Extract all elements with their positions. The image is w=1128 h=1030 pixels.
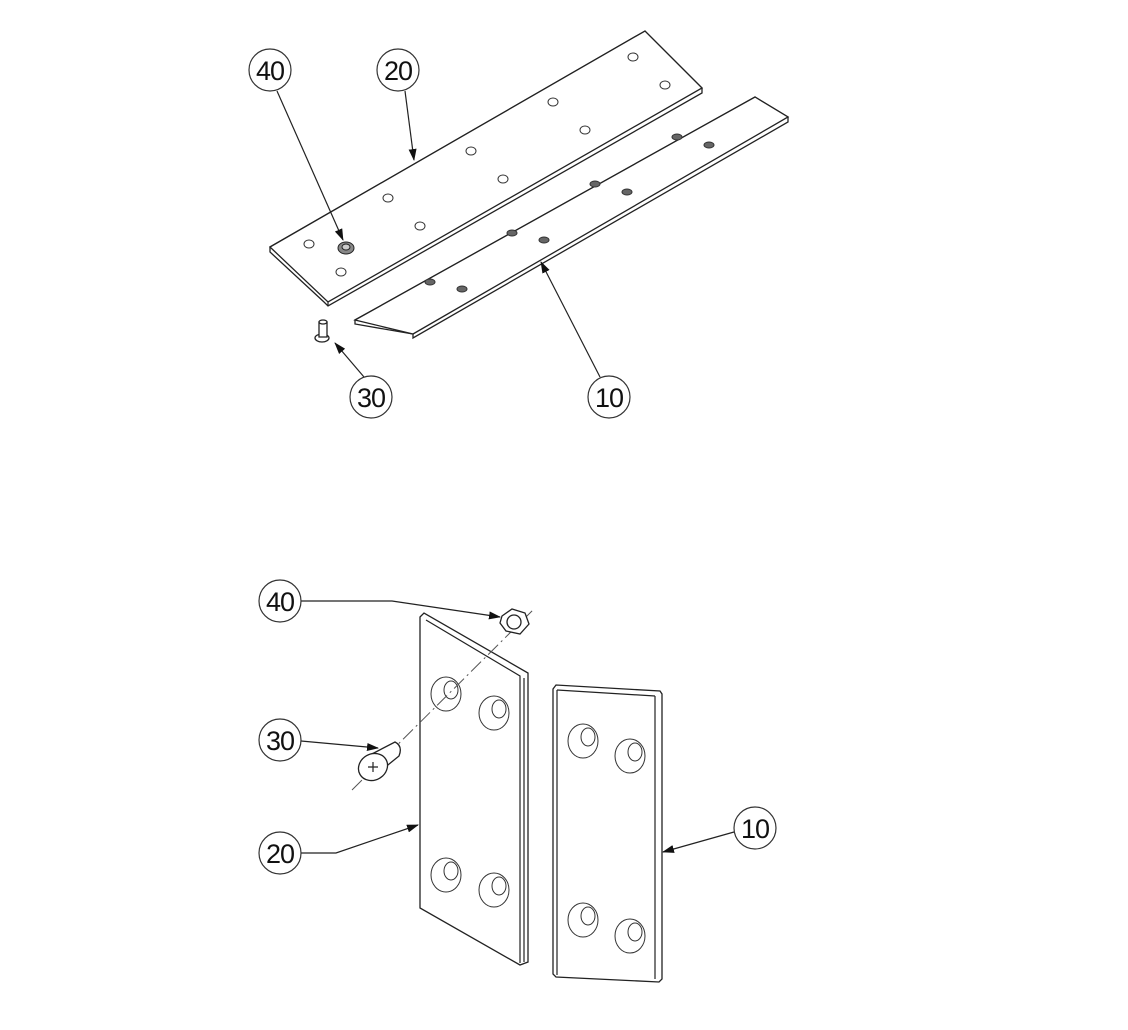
balloon-30: 30 bbox=[349, 375, 393, 419]
balloon-label: 30 bbox=[266, 726, 294, 756]
balloon-label: 30 bbox=[357, 383, 385, 413]
leader-lines bbox=[300, 600, 735, 854]
nut-40 bbox=[337, 241, 355, 255]
plate-10 bbox=[353, 96, 790, 340]
balloon-20: 20 bbox=[258, 831, 302, 875]
leader-lines bbox=[276, 90, 601, 378]
bolt-30 bbox=[357, 741, 401, 782]
balloon-30: 30 bbox=[258, 718, 302, 762]
balloon-40: 40 bbox=[248, 48, 292, 92]
plate-20-holes bbox=[303, 52, 671, 277]
balloon-label: 20 bbox=[266, 839, 294, 869]
plate-20 bbox=[268, 30, 704, 307]
plate-10 bbox=[552, 684, 663, 983]
top-isometric-view: 40 20 30 10 bbox=[248, 30, 790, 419]
balloon-label: 20 bbox=[384, 56, 412, 86]
bolt-30 bbox=[314, 319, 330, 343]
balloon-label: 10 bbox=[741, 814, 769, 844]
balloon-label: 40 bbox=[266, 587, 294, 617]
plate-10-countersunk-holes bbox=[567, 723, 646, 954]
balloon-10: 10 bbox=[733, 806, 777, 850]
balloon-label: 40 bbox=[256, 56, 284, 86]
balloon-20: 20 bbox=[376, 48, 420, 92]
balloon-40: 40 bbox=[258, 579, 302, 623]
plate-20 bbox=[419, 612, 529, 966]
plate-10-holes bbox=[424, 133, 715, 293]
plate-20-countersunk-holes bbox=[430, 676, 510, 908]
nut-40 bbox=[499, 608, 530, 635]
bottom-isometric-view: 40 30 20 10 bbox=[258, 579, 777, 983]
balloon-10: 10 bbox=[587, 375, 631, 419]
balloon-label: 10 bbox=[595, 383, 623, 413]
